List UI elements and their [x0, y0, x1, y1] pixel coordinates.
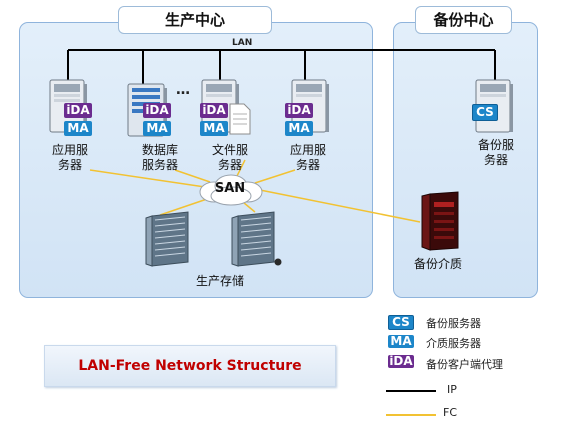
server-label: 数据库 服务器 [141, 143, 178, 172]
legend-cs-icon: CS [388, 315, 414, 330]
production-center-panel [19, 22, 373, 298]
fc-line-media [259, 189, 421, 223]
structure-title-box: LAN-Free Network Structure [44, 345, 336, 387]
legend-fc-text: FC [443, 406, 458, 419]
server-label: 应用服 务器 [289, 143, 326, 172]
ma-badge-icon: MA [285, 121, 313, 136]
legend-ip-line [386, 390, 436, 392]
ma-badge-icon: MA [200, 121, 228, 136]
legend-ida-text: 备份客户端代理 [426, 358, 503, 371]
legend-fc-line [386, 414, 436, 416]
fc-line-server-2 [174, 169, 211, 183]
backup-server-label: 备份服 务器 [477, 138, 514, 167]
cs-badge-icon: CS [472, 104, 498, 121]
san-cloud-icon [199, 174, 263, 206]
ida-badge-icon: iDA [143, 103, 171, 118]
tape-library-icon [421, 191, 459, 251]
legend-ip-text: IP [447, 383, 457, 396]
ida-badge-icon: iDA [64, 103, 92, 118]
server-label: 文件服 务器 [211, 143, 248, 172]
legend-ma-text: 介质服务器 [426, 337, 481, 350]
legend-ma-icon: MA [388, 335, 414, 348]
backup-center-panel [393, 22, 538, 298]
storage-array-icon [231, 211, 282, 267]
document-icon [229, 103, 251, 135]
legend-cs-text: 备份服务器 [426, 317, 481, 330]
server-label: 应用服 务器 [51, 143, 88, 172]
storage-label: 生产存储 [195, 274, 244, 288]
backup-center-title: 备份中心 [415, 6, 512, 34]
storage-array-icon [145, 211, 189, 267]
legend-ida-icon: iDA [388, 354, 414, 368]
ida-badge-icon: iDA [285, 103, 313, 118]
structure-title: LAN-Free Network Structure [78, 358, 302, 374]
san-label: SAN [214, 181, 246, 196]
ma-badge-icon: MA [64, 121, 92, 136]
production-center-title: 生产中心 [118, 6, 272, 34]
lan-label: LAN [232, 38, 253, 48]
fc-line-storage-1 [159, 197, 211, 216]
ma-badge-icon: MA [143, 121, 171, 136]
more-servers-ellipsis: … [176, 82, 190, 98]
fc-line-server-1 [89, 169, 206, 188]
ida-badge-icon: iDA [200, 103, 228, 118]
backup-media-label: 备份介质 [413, 257, 462, 271]
fc-line-server-4 [254, 169, 296, 184]
